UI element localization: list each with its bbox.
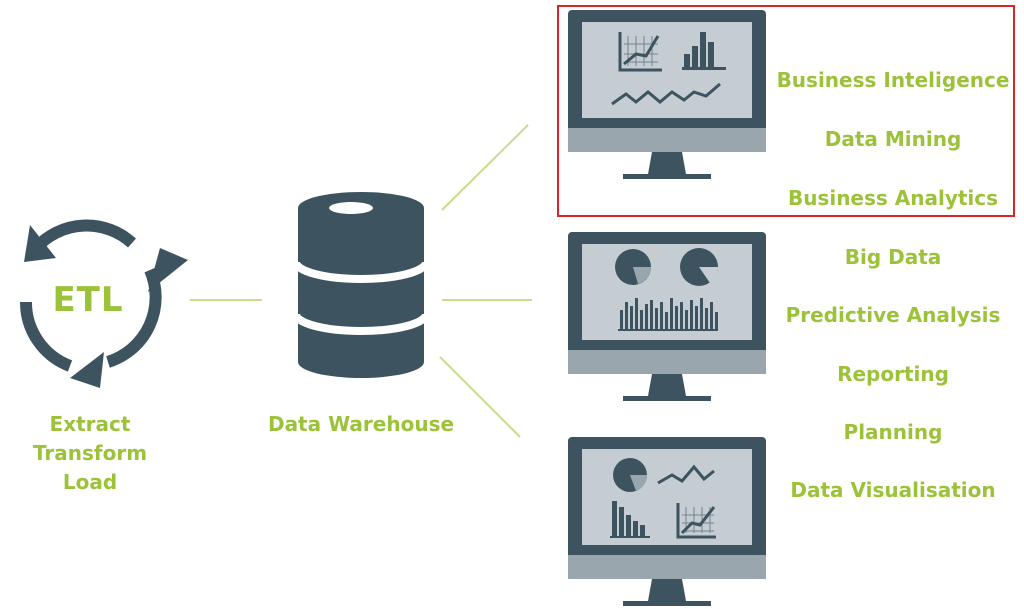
trend-line-icon — [611, 82, 721, 106]
etl-label: Extract Transform Load — [0, 410, 180, 497]
highlight-box — [557, 5, 1015, 217]
etl-line-extract: Extract — [49, 412, 131, 436]
use-business-intelligence: Business Inteligence — [776, 68, 1010, 92]
donut-chart-icon — [680, 248, 719, 286]
pie-chart-icon — [613, 458, 648, 492]
use-reporting: Reporting — [837, 362, 949, 386]
monitor-top — [568, 10, 766, 179]
line-chart-icon — [618, 32, 662, 72]
use-data-visualisation: Data Visualisation — [790, 478, 996, 502]
use-business-analytics: Business Analytics — [787, 186, 999, 210]
use-predictive-analysis: Predictive Analysis — [785, 303, 1001, 327]
warehouse-label: Data Warehouse — [267, 412, 455, 436]
monitor-bottom — [568, 437, 766, 606]
monitor-middle — [568, 232, 766, 401]
bar-chart-icon — [682, 32, 726, 70]
database-icon — [298, 192, 424, 378]
bar-chart-icon — [610, 501, 650, 538]
database-band-gaps — [292, 261, 430, 335]
line-chart-icon — [676, 503, 716, 539]
connectors — [190, 124, 532, 438]
use-big-data: Big Data — [844, 245, 942, 269]
trend-line-icon — [657, 464, 715, 485]
etl-badge: ETL — [52, 280, 124, 320]
use-data-mining: Data Mining — [824, 127, 962, 151]
warehouse-to-top-monitor-line — [441, 124, 529, 211]
warehouse-to-bottom-monitor-line — [439, 356, 521, 438]
etl-line-load: Load — [62, 470, 118, 494]
pie-chart-icon — [615, 249, 651, 285]
use-planning: Planning — [843, 420, 943, 444]
histogram-icon — [618, 298, 718, 331]
etl-line-transform: Transform — [32, 441, 148, 465]
etl-cycle-arrowheads — [24, 225, 188, 388]
